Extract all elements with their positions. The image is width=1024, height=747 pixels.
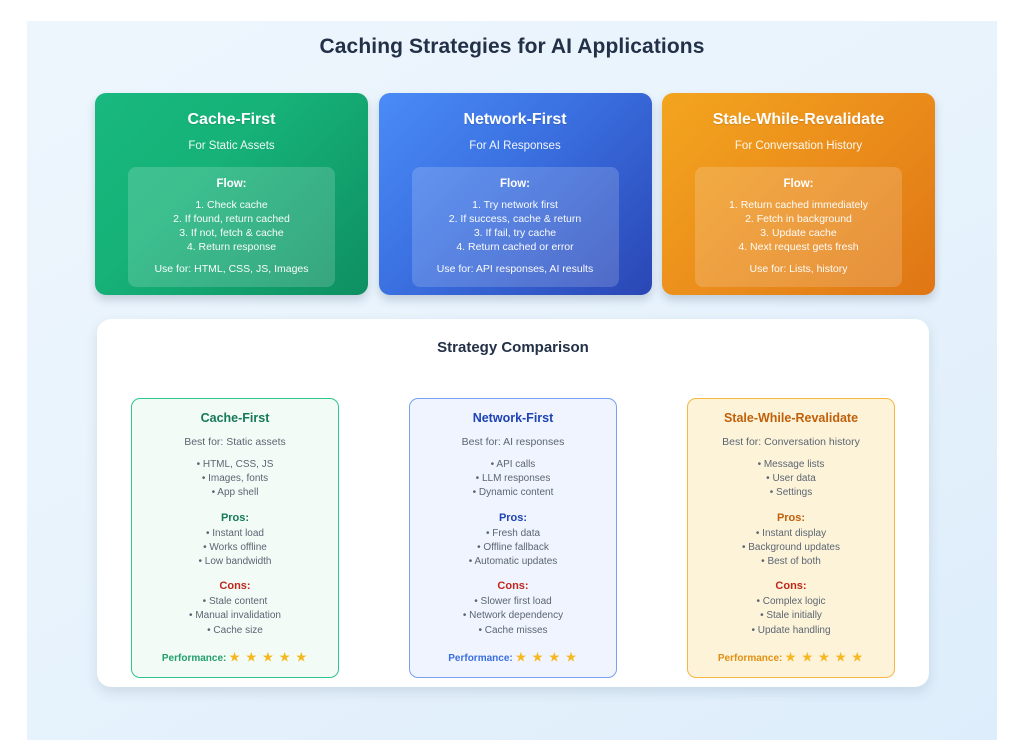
comparison-card-stale-while-revalidate: Stale-While-Revalidate Best for: Convers… [687,398,895,678]
pros-heading: Pros: [498,511,528,524]
list-item: • HTML, CSS, JS [196,459,274,470]
performance-row: Performance:★ ★ ★ ★ ★ [140,650,330,664]
flow-step: 3. Update cache [760,227,837,239]
flow-step: 4. Next request gets fresh [738,241,859,253]
flow-step: 2. If found, return cached [173,213,290,225]
flow-step: 4. Return response [186,241,277,253]
strategy-card-cache-first: Cache-First For Static Assets Flow: 1. C… [95,93,368,295]
star-rating-icon: ★ ★ ★ ★ [515,651,578,664]
cons-heading: Cons: [775,580,807,593]
performance-label: Performance: [717,652,783,664]
strategy-card-stale-while-revalidate: Stale-While-Revalidate For Conversation … [662,93,935,295]
list-item: • Fresh data [485,527,541,539]
flow-box: Flow: 1. Check cache 2. If found, return… [128,167,335,287]
strategy-card-title: Cache-First [187,111,276,128]
list-item: • Low bandwidth [198,556,272,568]
page-title: Caching Strategies for AI Applications [319,35,705,58]
comparison-use-cases: • Message lists • User data • Settings [696,458,886,501]
list-item: • Stale content [202,596,268,608]
cons-heading: Cons: [497,580,529,593]
flow-label: Flow: [216,178,247,190]
performance-label: Performance: [161,652,227,664]
list-item: • Instant display [755,527,827,539]
flow-step: 1. Try network first [472,199,558,211]
performance-row: Performance:★ ★ ★ ★ ★ [696,650,886,664]
flow-use-for: Use for: Lists, history [749,263,848,275]
list-item: • Complex logic [756,596,826,608]
list-item: • Images, fonts [201,473,269,485]
strategy-card-network-first: Network-First For AI Responses Flow: 1. … [378,93,652,295]
cons-heading: Cons: [219,580,251,593]
list-item: • LLM responses [475,473,551,485]
list-item: • Manual invalidation [189,610,281,622]
comparison-use-cases: • HTML, CSS, JS • Images, fonts • App sh… [140,458,330,501]
pros-heading: Pros: [776,511,806,524]
list-item: • Settings [769,487,813,499]
flow-step: 3. If fail, try cache [473,227,557,239]
flow-step: 3. If not, fetch & cache [179,227,284,239]
strategy-card-subtitle: For Static Assets [188,140,275,152]
flow-use-for: Use for: API responses, AI results [436,263,594,275]
pros-heading: Pros: [220,511,250,524]
comparison-use-cases: • API calls • LLM responses • Dynamic co… [418,458,608,501]
comparison-cards-row: Cache-First Best for: Static assets • HT… [131,398,895,678]
list-item: • API calls [490,459,536,470]
flow-box: Flow: 1. Return cached immediately 2. Fe… [695,167,902,287]
comparison-best-for: Best for: AI responses [461,436,565,448]
comparison-card-network-first: Network-First Best for: AI responses • A… [409,398,617,678]
flow-step: 1. Return cached immediately [729,199,868,211]
flow-step: 1. Check cache [195,199,268,211]
list-item: • App shell [211,487,259,499]
star-rating-icon: ★ ★ ★ ★ ★ [785,651,865,664]
performance-label: Performance: [448,652,513,664]
strategy-cards-row: Cache-First For Static Assets Flow: 1. C… [95,93,935,295]
list-item: • Automatic updates [468,556,558,568]
list-item: • Stale initially [760,610,822,622]
strategy-card-subtitle: For Conversation History [734,140,863,152]
list-item: • Slower first load [474,596,552,608]
strategy-card-title: Network-First [463,111,567,128]
performance-row: Performance:★ ★ ★ ★ [418,650,608,664]
list-item: • Update handling [751,624,831,636]
list-item: • Cache size [207,624,263,636]
comparison-title: Strategy Comparison [437,339,589,356]
comparison-best-for: Best for: Static assets [184,436,286,448]
strategy-card-subtitle: For AI Responses [469,140,561,152]
flow-step: 4. Return cached or error [456,241,574,253]
flow-use-for: Use for: HTML, CSS, JS, Images [154,263,309,275]
page-background-panel: Caching Strategies for AI Applications C… [27,21,997,740]
list-item: • Background updates [741,541,840,553]
list-item: • Offline fallback [477,541,549,553]
flow-step: 2. If success, cache & return [448,213,582,225]
strategy-card-title: Stale-While-Revalidate [712,111,885,128]
list-item: • Message lists [757,459,825,470]
list-item: • Network dependency [462,610,564,622]
flow-label: Flow: [499,178,531,190]
list-item: • Dynamic content [472,487,554,499]
list-item: • User data [766,473,816,485]
list-item: • Works offline [203,541,267,553]
flow-label: Flow: [783,178,814,190]
list-item: • Best of both [761,556,821,568]
comparison-card-title: Network-First [472,411,554,425]
comparison-best-for: Best for: Conversation history [722,436,860,448]
comparison-card-title: Stale-While-Revalidate [723,411,859,425]
comparison-card-cache-first: Cache-First Best for: Static assets • HT… [131,398,339,678]
flow-box: Flow: 1. Try network first 2. If success… [411,167,619,287]
star-rating-icon: ★ ★ ★ ★ ★ [229,651,309,664]
comparison-card-title: Cache-First [200,411,270,425]
list-item: • Instant load [206,527,264,539]
strategy-comparison-panel: Strategy Comparison Cache-First Best for… [97,319,929,687]
list-item: • Cache misses [478,624,548,636]
flow-step: 2. Fetch in background [745,213,852,225]
